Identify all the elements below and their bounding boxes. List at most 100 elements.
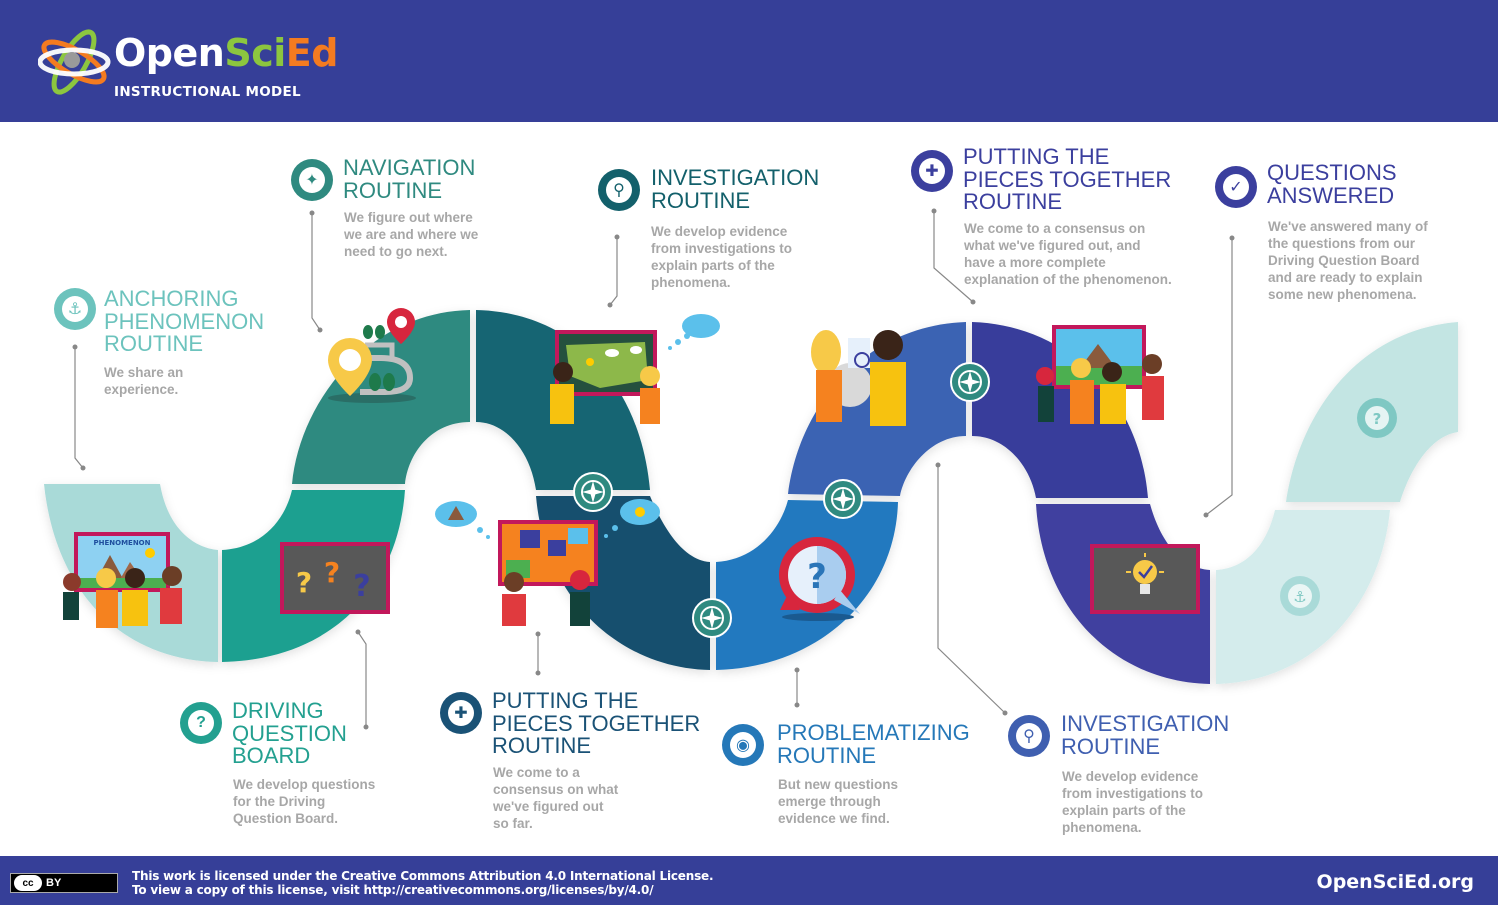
header-banner: OpenSciEd INSTRUCTIONAL MODEL [0, 0, 1498, 122]
title-line: ROUTINE [1061, 733, 1160, 759]
question-icon: ? [1357, 398, 1397, 438]
desc-line: We develop questions [233, 777, 376, 792]
desc-line: from investigations to [1062, 786, 1204, 801]
cc-icon: cc [14, 875, 42, 891]
compass-icon [692, 598, 732, 638]
svg-text:?: ? [807, 557, 827, 597]
opensciéd-logo[interactable]: OpenSciEd INSTRUCTIONAL MODEL [38, 22, 338, 102]
step-description: We develop evidence from investigations … [651, 223, 792, 291]
title-line: PUTTING THE [963, 144, 1110, 169]
title-line: ROUTINE [777, 742, 876, 768]
cc-by-license-badge[interactable]: cc BY [10, 873, 118, 893]
eye-icon: ◉ [722, 724, 764, 766]
step-description: We come to a consensus on what we've fig… [493, 764, 618, 832]
desc-line: explanation of the phenomenon. [964, 272, 1172, 287]
title-line: ROUTINE [963, 189, 1062, 214]
step-description: We figure out where we are and where we … [344, 209, 478, 260]
svg-text:⚓: ⚓ [1293, 588, 1306, 606]
anchor-icon: ⚓ [54, 288, 96, 330]
title-line: PHENOMENON [104, 308, 265, 334]
path-segment-pieces-2 [972, 322, 1148, 498]
puzzle-board-illustration-2 [1036, 325, 1164, 424]
svg-text:?: ? [324, 556, 340, 589]
by-label: BY [46, 877, 62, 889]
logo-sci: Sci [224, 31, 286, 75]
step-title: PUTTING THE PIECES TOGETHER ROUTINE [963, 144, 1171, 214]
title-line: DRIVING [232, 698, 324, 723]
desc-line: phenomena. [1062, 820, 1142, 835]
svg-text:PHENOMENON: PHENOMENON [94, 539, 151, 547]
step-title: PUTTING THE PIECES TOGETHER ROUTINE [492, 689, 700, 758]
desc-line: We figure out where [344, 210, 473, 225]
investigation-reading-illustration [811, 330, 906, 426]
title-line: ROUTINE [492, 733, 591, 758]
title-line: QUESTIONS [1267, 160, 1397, 185]
desc-line: we've figured out [493, 799, 604, 814]
step-description: We share an experience. [104, 364, 183, 398]
magnifier-icon: ⚲ [598, 169, 640, 211]
logo-subtitle: INSTRUCTIONAL MODEL [114, 84, 301, 100]
title-line: QUESTION [232, 720, 347, 746]
desc-line: Question Board. [233, 811, 339, 826]
step-title: INVESTIGATION ROUTINE [1061, 711, 1230, 759]
desc-line: from investigations to [651, 241, 793, 256]
desc-line: the questions from our [1268, 236, 1416, 251]
title-line: ANSWERED [1267, 182, 1395, 208]
step-title: QUESTIONS ANSWERED [1267, 160, 1397, 208]
title-line: ANCHORING [104, 286, 239, 311]
step-description: But new questions emerge through evidenc… [778, 776, 898, 827]
site-link[interactable]: OpenSciEd.org [1316, 871, 1474, 893]
desc-line: Driving Question Board [1268, 253, 1420, 268]
desc-line: phenomena. [651, 275, 731, 290]
desc-line: experience. [104, 382, 179, 397]
compass-icon [823, 479, 863, 519]
lightbulb-board-illustration [1090, 544, 1200, 614]
logo-ed: Ed [285, 31, 339, 75]
magnifier-icon: ⚲ [1008, 715, 1050, 757]
desc-line: evidence we find. [778, 811, 890, 826]
puzzle-icon: ✚ [440, 692, 482, 734]
compass-icon: ✦ [291, 159, 333, 201]
step-title: NAVIGATION ROUTINE [343, 156, 475, 203]
desc-line: We come to a consensus on [964, 221, 1146, 236]
desc-line: and are ready to explain [1268, 270, 1423, 285]
problematizing-question-bubble-illustration: ? [779, 537, 860, 621]
footer-banner: cc BY This work is licensed under the Cr… [0, 856, 1498, 905]
desc-line: so far. [493, 816, 533, 831]
title-line: ROUTINE [651, 187, 750, 213]
desc-line: for the Driving [233, 794, 326, 809]
desc-line: explain parts of the [1062, 803, 1186, 818]
puzzle-board-illustration-1 [435, 499, 660, 626]
question-icon: ? [180, 702, 222, 744]
desc-line: we are and where we [344, 227, 479, 242]
desc-line: We develop evidence [651, 224, 788, 239]
desc-line: some new phenomena. [1268, 287, 1417, 302]
title-line: ROUTINE [343, 177, 442, 203]
desc-line: have a more complete [964, 255, 1106, 270]
compass-icon [573, 472, 613, 512]
svg-text:?: ? [353, 569, 370, 604]
title-line: INVESTIGATION [1061, 711, 1230, 736]
step-title: INVESTIGATION ROUTINE [651, 166, 819, 213]
desc-line: We come to a [493, 765, 580, 780]
anchor-icon: ⚓ [1280, 576, 1320, 616]
step-description: We develop questions for the Driving Que… [233, 776, 375, 827]
desc-line: We share an [104, 365, 184, 380]
step-description: We've answered many of the questions fro… [1268, 218, 1428, 303]
desc-line: We've answered many of [1268, 219, 1428, 234]
driving-question-board-illustration: ? ? ? [280, 542, 390, 614]
step-title: PROBLEMATIZING ROUTINE [777, 720, 970, 768]
desc-line: what we've figured out, and [964, 238, 1141, 253]
license-text: This work is licensed under the Creative… [132, 869, 714, 897]
step-description: We come to a consensus on what we've fig… [964, 220, 1172, 288]
logo-open: Open [114, 31, 225, 75]
title-line: PROBLEMATIZING [777, 720, 970, 745]
navigation-map-illustration [328, 308, 416, 403]
puzzle-icon: ✚ [911, 150, 953, 192]
step-title: DRIVING QUESTION BOARD [232, 698, 347, 768]
license-line-1: This work is licensed under the Creative… [132, 869, 714, 883]
logo-wordmark: OpenSciEd [114, 34, 338, 72]
license-line-2[interactable]: To view a copy of this license, visit ht… [132, 883, 654, 897]
svg-text:?: ? [296, 566, 312, 599]
